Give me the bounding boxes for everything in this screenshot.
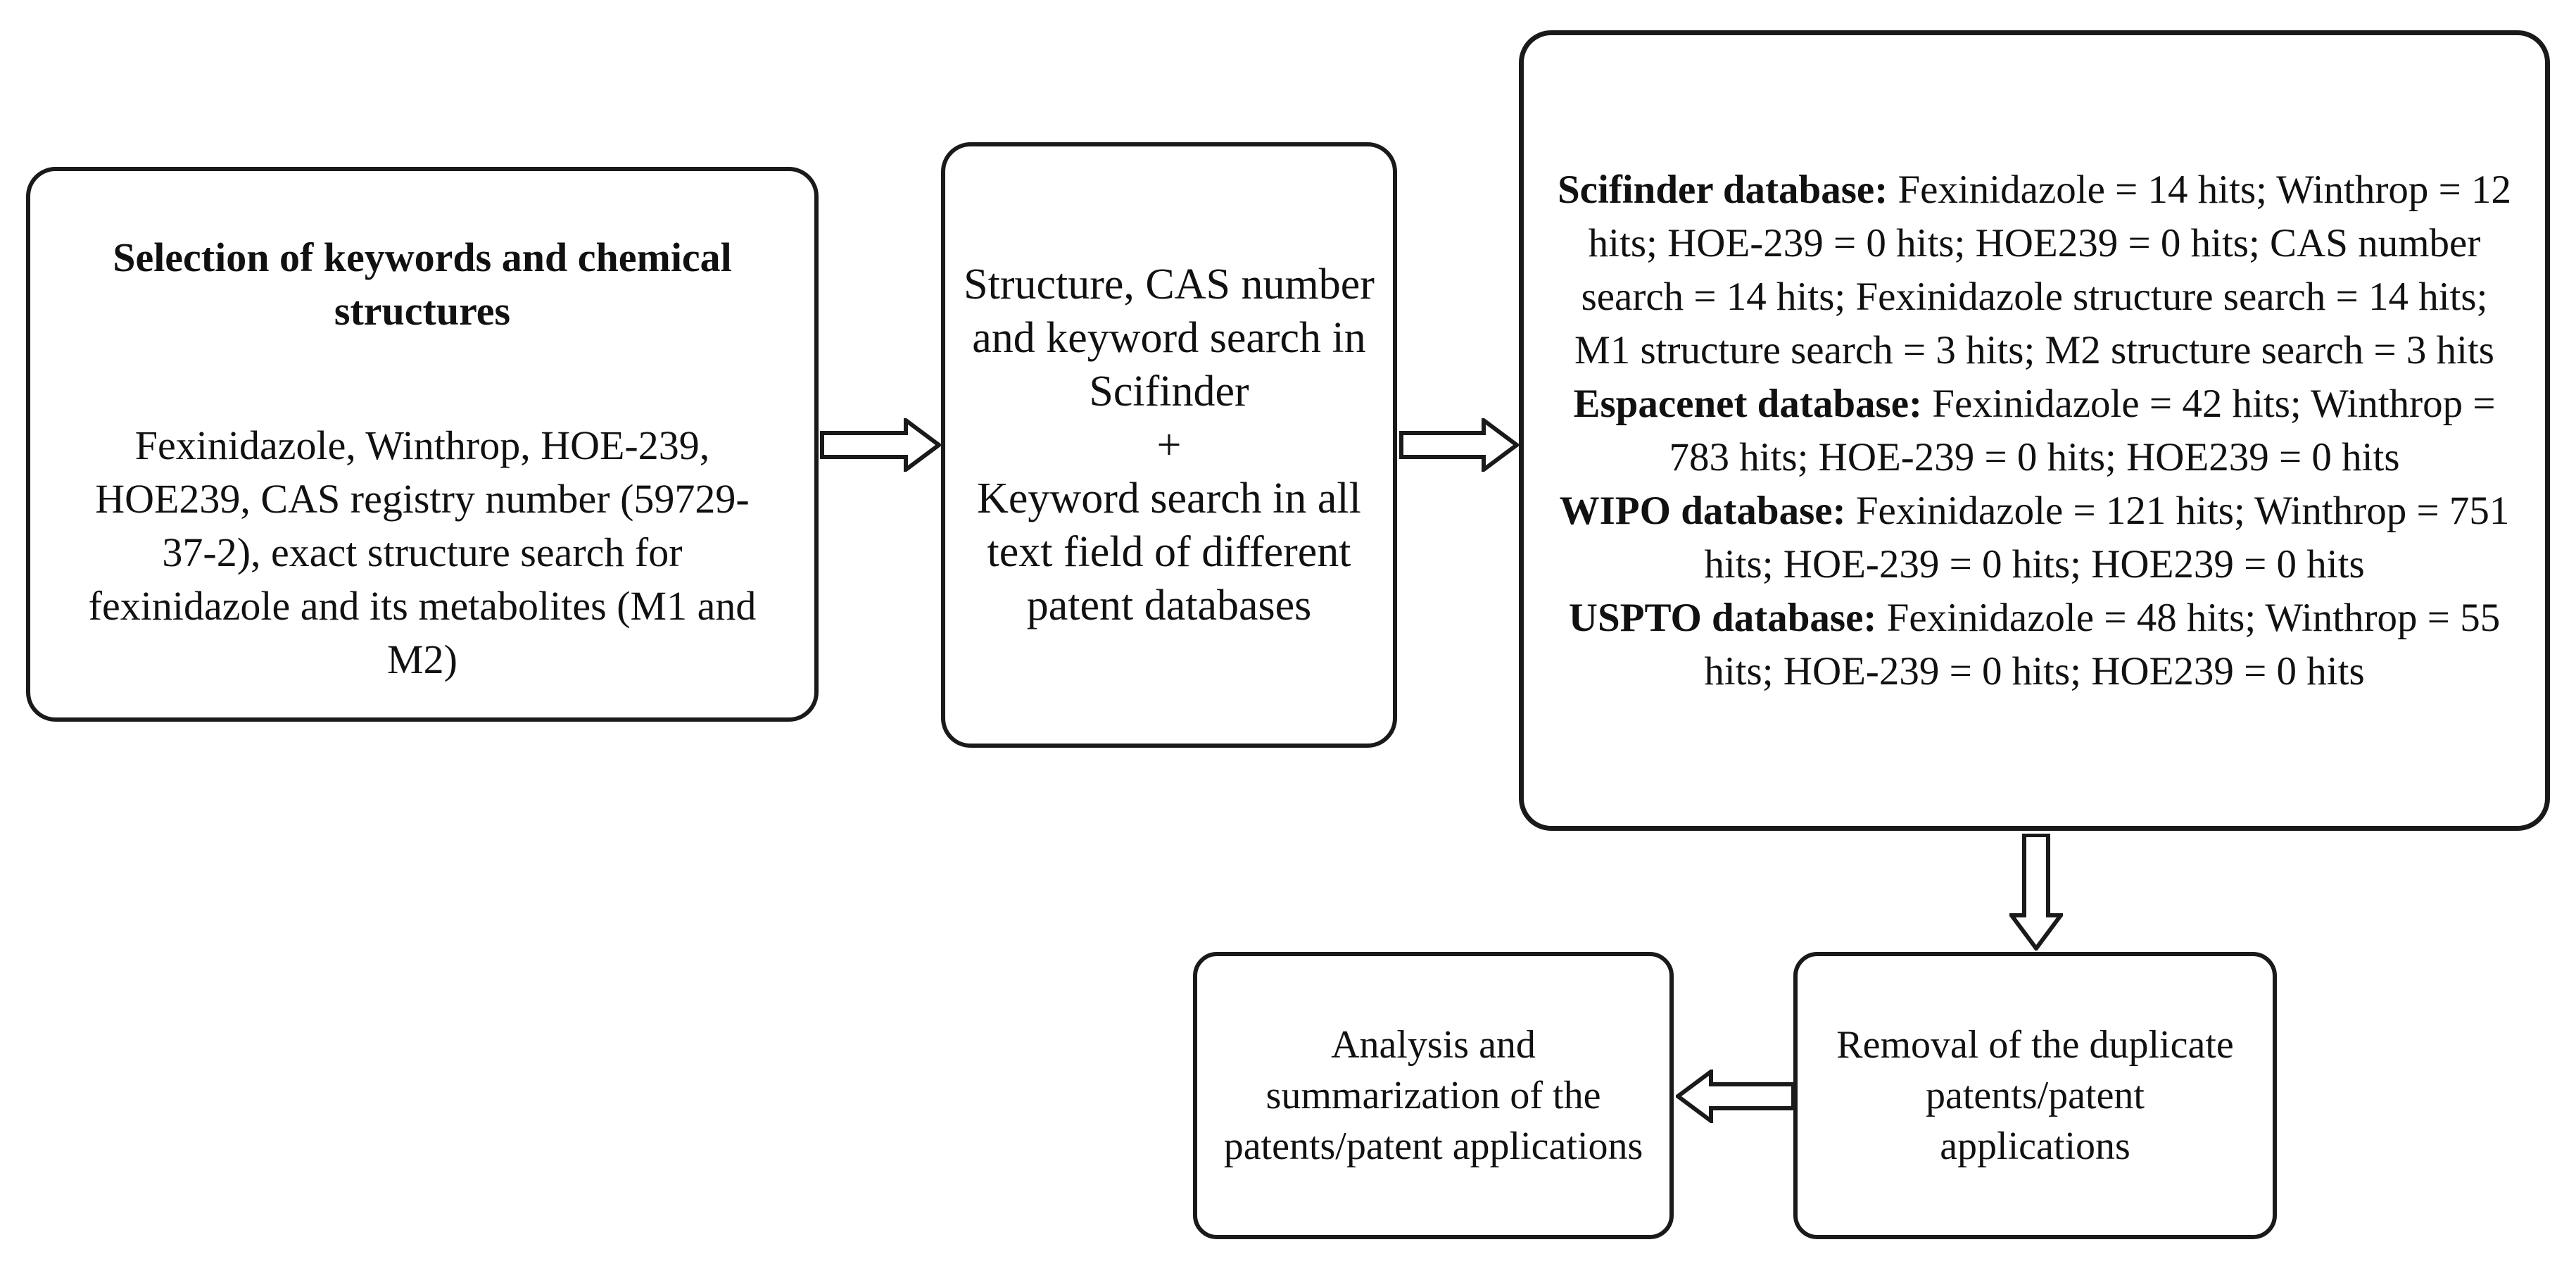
database-hits: Fexinidazole = 48 hits; Winthrop = 55 hi… [1704,595,2501,694]
keywords-selection-box: Selection of keywords and chemical struc… [26,167,819,722]
database-hits: Fexinidazole = 121 hits; Winthrop = 751 … [1704,488,2510,587]
arrow-down-icon [2009,834,2063,951]
database-label: WIPO database: [1559,488,1846,533]
database-label: Espacenet database: [1573,381,1923,426]
database-label: Scifinder database: [1557,167,1888,212]
removal-box-text: Removal of the duplicate patents/patent … [1836,1023,2234,1168]
result-entry: WIPO database: Fexinidazole = 121 hits; … [1552,484,2517,591]
keywords-box-title: Selection of keywords and chemical struc… [113,234,732,334]
arrow-right-icon [820,418,941,472]
search-line: Structure, CAS number [964,261,1375,308]
search-line: Keyword search in all [977,475,1361,522]
result-entry: Scifinder database: Fexinidazole = 14 hi… [1552,163,2517,377]
search-line: Scifinder [1089,368,1249,415]
search-line: patent databases [1026,582,1312,629]
search-line: text field of different [987,528,1351,576]
search-line: and keyword search in [972,314,1366,362]
database-hits: Fexinidazole = 14 hits; Winthrop = 12 hi… [1574,167,2512,372]
database-label: USPTO database: [1568,595,1877,640]
result-entry: Espacenet database: Fexinidazole = 42 hi… [1552,377,2517,484]
search-results-box: Scifinder database: Fexinidazole = 14 hi… [1519,30,2550,831]
database-hits: Fexinidazole = 42 hits; Winthrop = 783 h… [1669,381,2496,479]
plus-sign: + [1156,421,1182,469]
result-entry: USPTO database: Fexinidazole = 48 hits; … [1552,591,2517,698]
arrow-right-icon [1399,418,1519,472]
arrow-left-icon [1676,1070,1795,1123]
duplicate-removal-box: Removal of the duplicate patents/patent … [1793,952,2277,1239]
keywords-box-body: Fexinidazole, Winthrop, HOE-239, HOE239,… [88,422,757,682]
analysis-summarization-box: Analysis and summarization of the patent… [1193,952,1674,1239]
search-methods-box: Structure, CAS number and keyword search… [941,142,1397,748]
analysis-box-text: Analysis and summarization of the patent… [1223,1023,1643,1168]
